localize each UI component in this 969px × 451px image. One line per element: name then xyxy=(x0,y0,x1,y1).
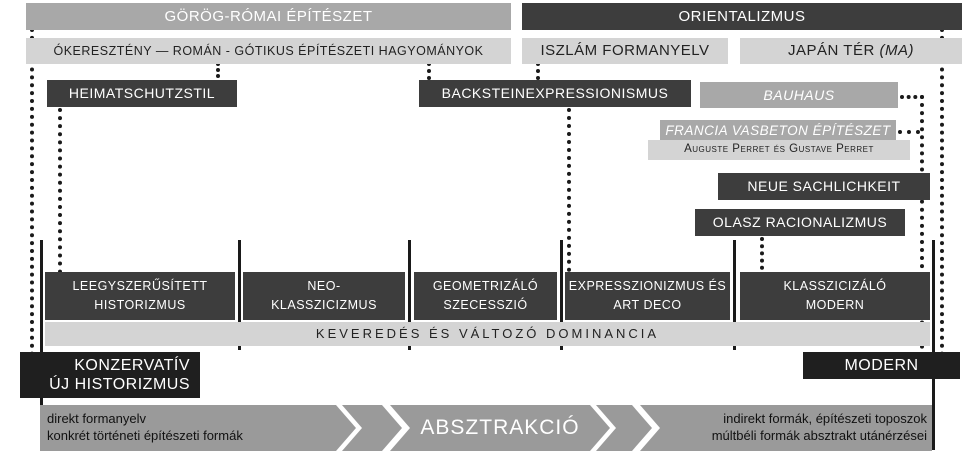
traditions-label: ÓKERESZTÉNY — ROMÁN - GÓTIKUS ÉPÍTÉSZETI… xyxy=(53,43,484,58)
greco-roman-label: GÖRÖG-RÓMAI ÉPÍTÉSZET xyxy=(164,7,373,25)
abstraction-center-label: ABSZTRAKCIÓ xyxy=(420,416,580,440)
category-line2: ART DECO xyxy=(613,298,682,312)
arrow-segment-4 xyxy=(596,405,652,451)
separator-4 xyxy=(733,240,736,350)
connector-bauhaus-v xyxy=(920,95,924,357)
conservative-box: KONZERVATÍV ÚJ HISTORIZMUS xyxy=(20,352,200,398)
traditions-bar: ÓKERESZTÉNY — ROMÁN - GÓTIKUS ÉPÍTÉSZETI… xyxy=(26,38,511,64)
modern-label: MODERN xyxy=(844,356,919,374)
abstraction-center: ABSZTRAKCIÓ xyxy=(400,411,600,445)
abstraction-left-sub: konkrét történeti építészeti formák xyxy=(47,427,243,443)
connector-orientalism xyxy=(940,28,944,356)
connector-traditions-backstein xyxy=(427,62,431,80)
category-expresszionizmus: EXPRESSZIONIZMUS ÉS ART DECO xyxy=(565,272,730,320)
category-line1: KLASSZICIZÁLÓ xyxy=(783,279,887,293)
orientalism-label: ORIENTALIZMUS xyxy=(678,7,806,25)
category-line2: SZECESSZIÓ xyxy=(443,298,528,312)
abstraction-right-sub: múltbéli formák absztrakt utánérzései xyxy=(711,427,927,443)
heimatschutz-box: HEIMATSCHUTZSTIL xyxy=(47,80,237,107)
neue-sachlichkeit-box: NEUE SACHLICHKEIT xyxy=(718,173,930,200)
olasz-racionalizmus-box: OLASZ RACIONALIZMUS xyxy=(695,209,905,236)
separator-left xyxy=(40,240,43,420)
japanese-bar: JAPÁN TÉR (MA) xyxy=(740,38,962,64)
separator-2 xyxy=(408,240,411,350)
abstraction-left-title: direkt formanyelv xyxy=(47,411,146,426)
mixing-bar: KEVEREDÉS ÉS VÁLTOZÓ DOMINANCIA xyxy=(45,322,930,346)
category-line1: EXPRESSZIONIZMUS ÉS xyxy=(568,279,727,293)
orientalism-bar: ORIENTALIZMUS xyxy=(522,3,962,30)
mixing-label: KEVEREDÉS ÉS VÁLTOZÓ DOMINANCIA xyxy=(315,326,660,342)
arrow-segment-2 xyxy=(342,405,402,451)
neue-sachlichkeit-label: NEUE SACHLICHKEIT xyxy=(747,178,901,195)
category-klasszicizalo: KLASSZICIZÁLÓ MODERN xyxy=(740,272,930,320)
olasz-racionalizmus-label: OLASZ RACIONALIZMUS xyxy=(712,214,888,231)
category-line2: MODERN xyxy=(805,298,865,312)
arrow-segment-5 xyxy=(640,405,932,451)
greco-roman-bar: GÖRÖG-RÓMAI ÉPÍTÉSZET xyxy=(26,3,511,30)
backstein-box: BACKSTEINEXPRESSIONISMUS xyxy=(419,80,691,107)
connector-islamic-backstein xyxy=(536,62,540,80)
category-line2: KLASSZICIZMUS xyxy=(271,298,377,312)
category-neoklasszicizmus: NEO- KLASSZICIZMUS xyxy=(243,272,405,320)
category-line1: GEOMETRIZÁLÓ xyxy=(432,279,539,293)
abstraction-right-title: indirekt formák, építészeti toposzok xyxy=(723,411,927,426)
arrow-segment-1 xyxy=(40,405,356,451)
conservative-line1: KONZERVATÍV xyxy=(74,356,190,374)
category-geometrizalo: GEOMETRIZÁLÓ SZECESSZIÓ xyxy=(414,272,557,320)
category-line1: LEEGYSZERŰSÍTETT xyxy=(72,279,208,293)
modern-box: MODERN xyxy=(803,352,960,379)
heimatschutz-label: HEIMATSCHUTZSTIL xyxy=(68,85,216,102)
category-leegyszerusitett: LEEGYSZERŰSÍTETT HISTORIZMUS xyxy=(45,272,235,320)
islamic-bar: ISZLÁM FORMANYELV xyxy=(522,38,728,64)
islamic-label: ISZLÁM FORMANYELV xyxy=(540,42,710,59)
connector-bauhaus-h xyxy=(900,95,924,99)
connector-heimat-down xyxy=(58,108,62,290)
connector-greco-roman xyxy=(30,28,34,356)
abstraction-arrow-band xyxy=(40,405,932,451)
conservative-line2: ÚJ HISTORIZMUS xyxy=(49,376,190,393)
french-title-label: FRANCIA VASBETON ÉPÍTÉSZET xyxy=(665,122,891,138)
arrow-segment-3 xyxy=(390,405,610,451)
bauhaus-label: BAUHAUS xyxy=(763,86,835,103)
separator-3 xyxy=(560,240,563,350)
backstein-label: BACKSTEINEXPRESSIONISMUS xyxy=(441,85,669,102)
french-sub-box: Auguste Perret és Gustave Perret xyxy=(648,140,910,160)
connector-french-h xyxy=(898,130,920,134)
bauhaus-box: BAUHAUS xyxy=(700,82,898,108)
connector-traditions-heimat xyxy=(216,62,220,78)
connector-olasz-down xyxy=(760,237,764,277)
japanese-label: JAPÁN TÉR (MA) xyxy=(788,42,914,59)
connector-backstein-down xyxy=(567,108,571,272)
separator-right xyxy=(932,240,935,450)
separator-1 xyxy=(238,240,241,350)
abstraction-left-text: direkt formanyelv konkrét történeti épít… xyxy=(47,411,243,445)
french-title-box: FRANCIA VASBETON ÉPÍTÉSZET xyxy=(660,120,896,142)
abstraction-right-text: indirekt formák, építészeti toposzok múl… xyxy=(712,411,927,445)
french-sub-label: Auguste Perret és Gustave Perret xyxy=(684,143,874,156)
category-line2: HISTORIZMUS xyxy=(94,298,186,312)
category-line1: NEO- xyxy=(307,279,341,293)
